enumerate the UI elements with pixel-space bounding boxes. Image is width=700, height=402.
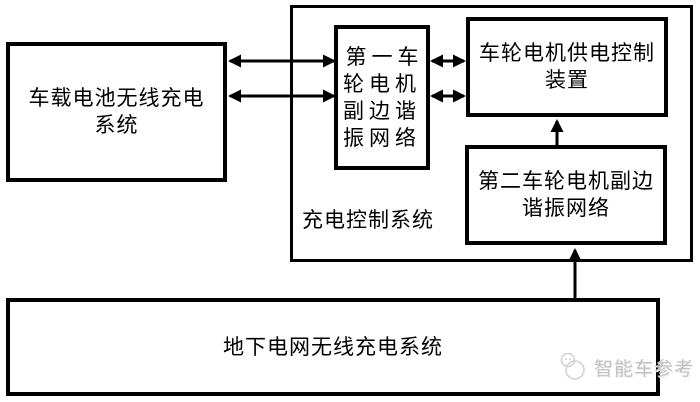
first-wheel-resonant-network-label: 第一车 轮电机 副边谐 振网络 <box>343 44 424 150</box>
vehicle-battery-label: 车载电池无线充电 系统 <box>28 86 205 137</box>
charging-control-system-label: 充电控制系统 <box>302 208 434 232</box>
underground-grid-wireless-charging-box: 地下电网无线充电系统 <box>6 298 660 396</box>
vehicle-battery-wireless-charging-box: 车载电池无线充电 系统 <box>6 42 227 182</box>
first-wheel-resonant-network-box: 第一车 轮电机 副边谐 振网络 <box>334 25 430 170</box>
watermark-text: 智能车参考 <box>594 358 695 380</box>
underground-grid-label: 地下电网无线充电系统 <box>223 334 443 359</box>
charging-control-system-outer-box <box>290 5 693 262</box>
wheel-motor-power-control-label: 车轮电机供电控制 装置 <box>479 41 655 92</box>
second-wheel-resonant-network-label: 第二车轮电机副边 谐振网络 <box>478 169 654 220</box>
second-wheel-resonant-network-box: 第二车轮电机副边 谐振网络 <box>465 145 667 245</box>
wheel-motor-power-control-box: 车轮电机供电控制 装置 <box>466 17 668 117</box>
watermark: 智能车参考 <box>556 350 694 384</box>
watermark-mascot-logo-icon <box>560 352 585 380</box>
